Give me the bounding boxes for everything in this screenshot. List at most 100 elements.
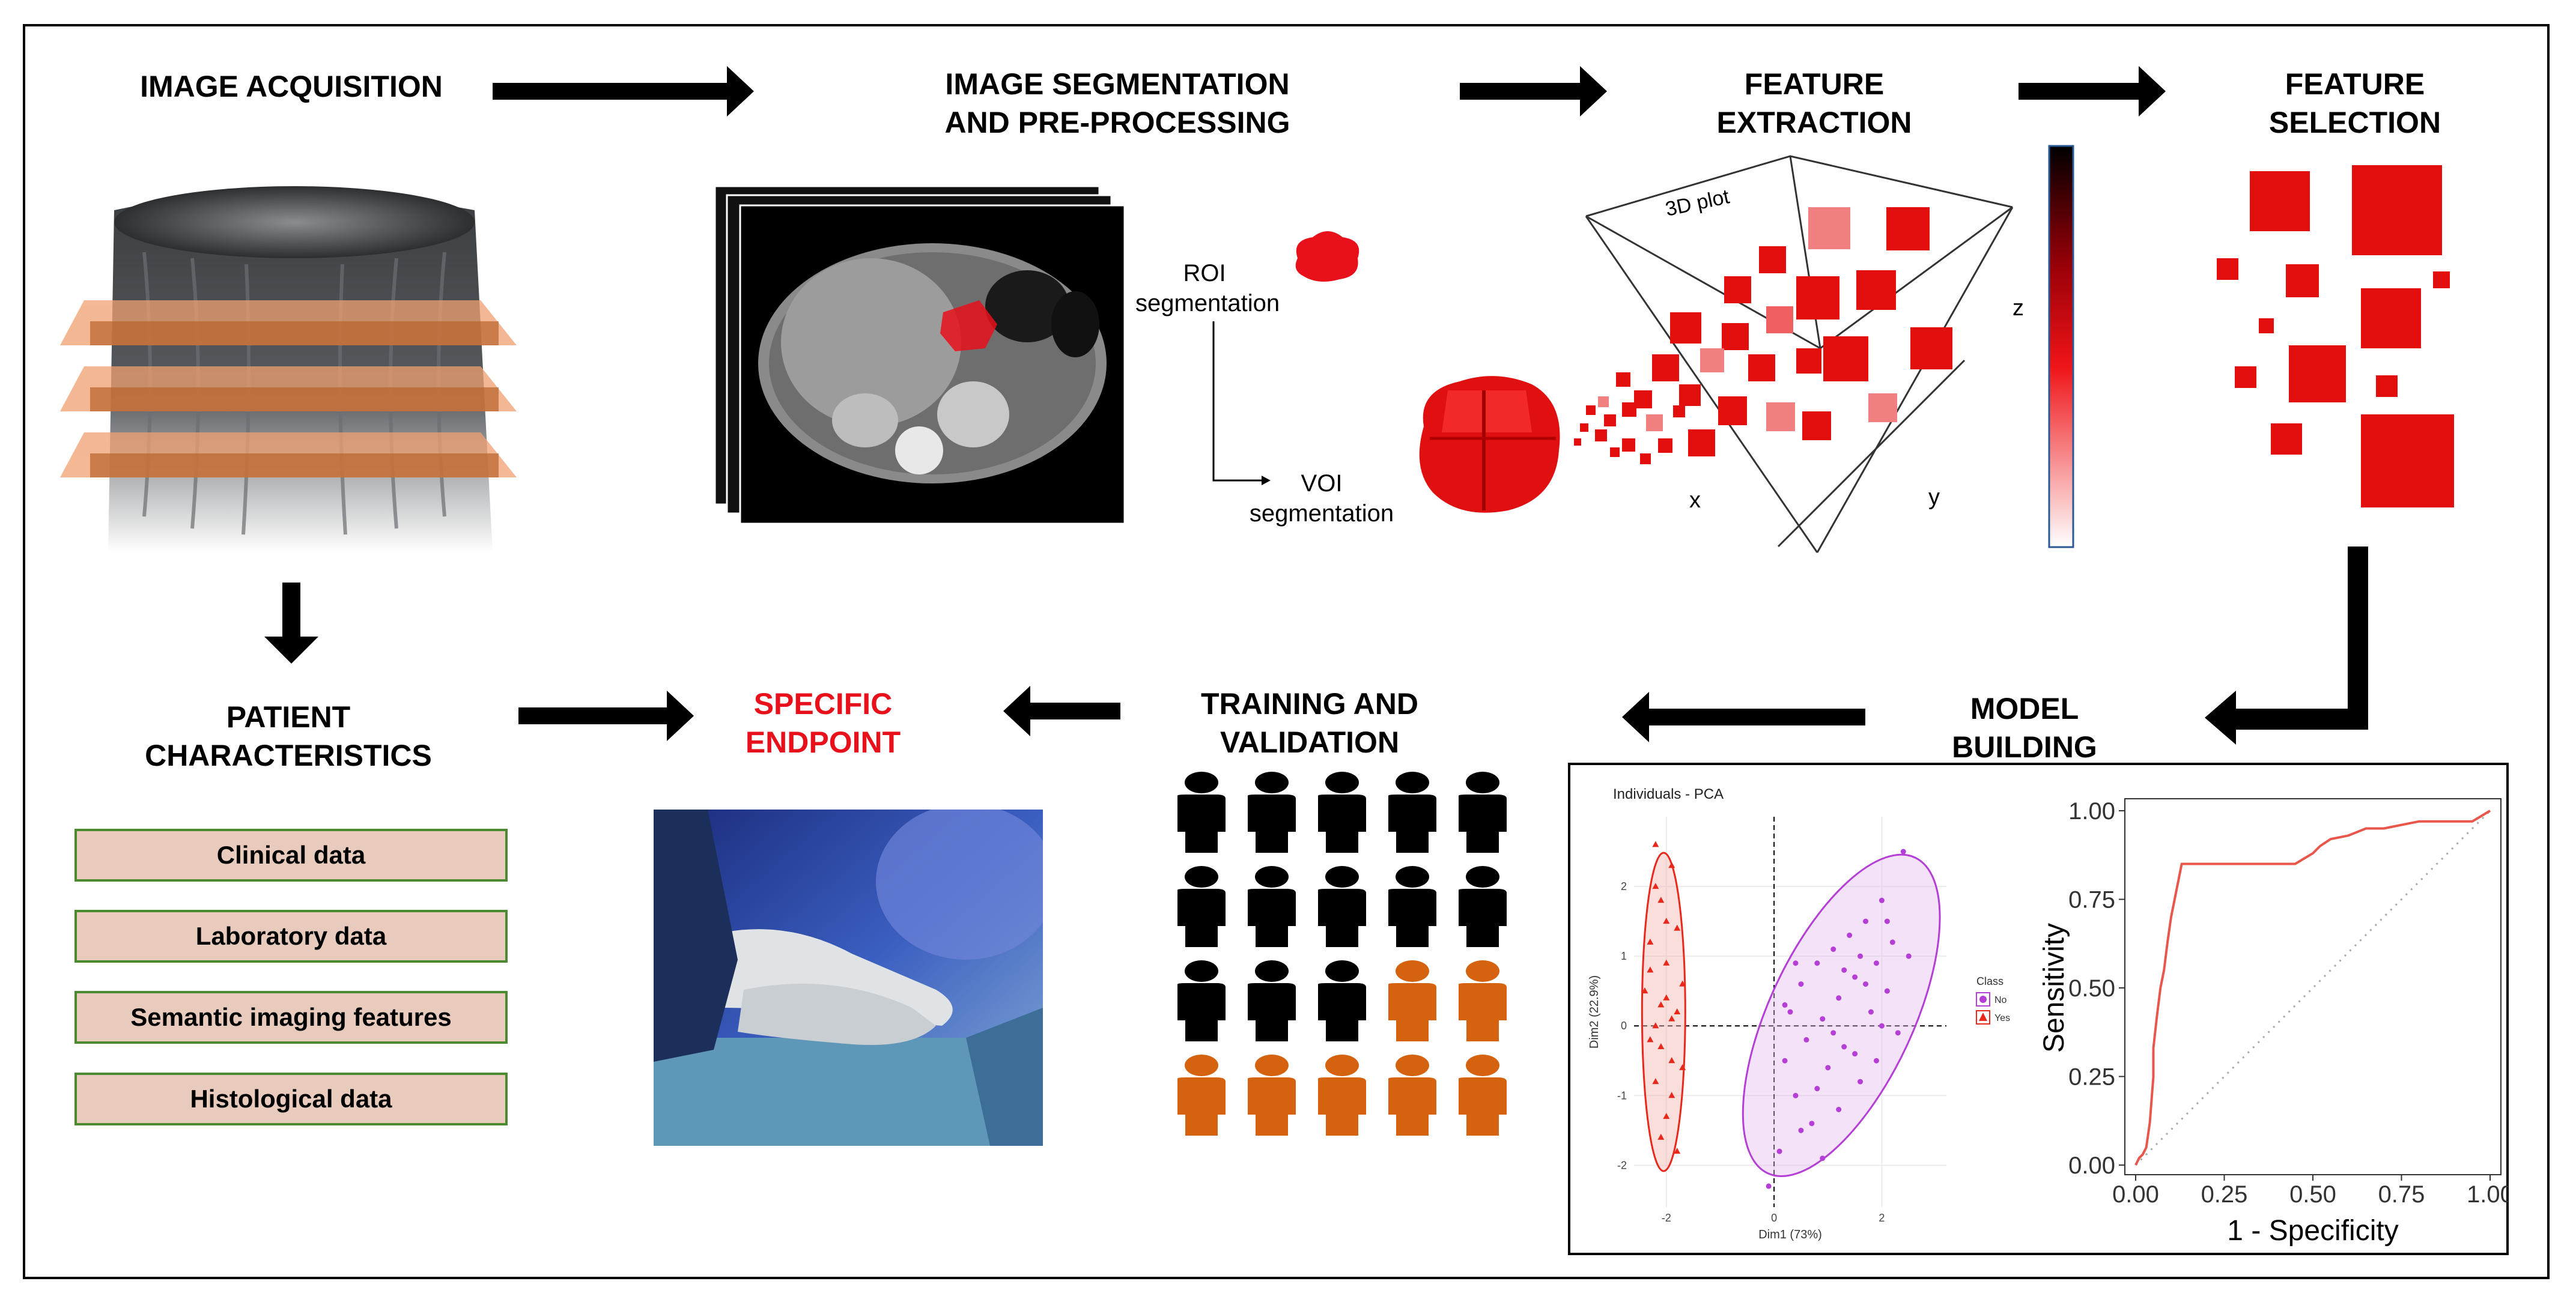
person-body xyxy=(1459,983,1507,1041)
roc-y-tick: 0.75 xyxy=(2068,887,2115,913)
person-head xyxy=(1255,1055,1289,1076)
voi-label: VOI segmentation xyxy=(1249,470,1394,527)
person-icon xyxy=(1388,866,1436,947)
pca-point-no xyxy=(1830,946,1836,952)
pca-xlabel: Dim1 (73%) xyxy=(1758,1228,1822,1241)
person-head xyxy=(1255,772,1289,793)
person-head xyxy=(1325,1055,1359,1076)
person-icon xyxy=(1459,772,1507,853)
pca-point-no xyxy=(1863,918,1869,924)
pca-y-tick: 2 xyxy=(1621,880,1627,892)
roc-x-tick: 0.75 xyxy=(2378,1181,2425,1208)
person-head xyxy=(1396,866,1429,888)
ct-slice-stack xyxy=(715,186,1126,525)
person-icon xyxy=(1459,1055,1507,1136)
pca-y-tick: -2 xyxy=(1617,1159,1627,1171)
arrow-model-to-training xyxy=(1622,692,1865,742)
pca-point-no xyxy=(1841,967,1847,973)
pca-point-no xyxy=(1852,1051,1858,1057)
person-icon xyxy=(1388,1055,1436,1136)
person-icon xyxy=(1318,1055,1366,1136)
stage-title-feature-selection: FEATURE SELECTION xyxy=(2268,67,2441,139)
person-head xyxy=(1466,1055,1499,1076)
pca-point-no xyxy=(1858,953,1864,959)
pca-point-yes xyxy=(1657,1133,1665,1140)
pca-point-yes xyxy=(1652,883,1659,889)
pca-point-yes xyxy=(1674,924,1681,931)
feature-extraction-3d-plot: 3D plot z x y xyxy=(1574,155,2024,553)
stage-title-specific-endpoint: SPECIFIC ENDPOINT xyxy=(745,687,901,759)
person-icon xyxy=(1177,960,1226,1041)
pca-point-no xyxy=(1884,988,1890,994)
pca-point-no xyxy=(1809,1121,1815,1127)
person-body xyxy=(1248,795,1296,853)
pca-point-no xyxy=(1879,1023,1885,1029)
roc-ylabel: Sensitivity xyxy=(2038,923,2070,1053)
pca-point-yes xyxy=(1663,994,1670,1001)
person-body xyxy=(1248,983,1296,1041)
roc-x-tick: 0.25 xyxy=(2201,1181,2248,1208)
pca-point-no xyxy=(1852,974,1858,980)
roc-y-tick: 0.25 xyxy=(2068,1064,2115,1091)
person-body xyxy=(1177,795,1226,853)
pca-point-yes xyxy=(1663,959,1670,966)
person-body xyxy=(1318,795,1366,853)
person-head xyxy=(1185,960,1218,982)
person-head xyxy=(1396,960,1429,982)
pca-point-yes xyxy=(1657,1043,1665,1050)
people-grid-svg xyxy=(1177,772,1507,1136)
pca-point-no xyxy=(1798,981,1804,987)
stage-title-training-validation: TRAINING AND VALIDATION xyxy=(1200,687,1418,759)
person-head xyxy=(1396,1055,1429,1076)
pca-point-no xyxy=(1820,1016,1826,1022)
pca-point-yes xyxy=(1641,987,1648,994)
roi-to-voi-connector xyxy=(1212,321,1271,485)
pca-point-no xyxy=(1895,1030,1901,1036)
pca-legend-title: Class xyxy=(1976,975,2003,987)
roi-highlight xyxy=(940,300,997,351)
person-icon xyxy=(1177,1055,1226,1136)
pca-point-no xyxy=(1873,960,1879,966)
arrow-patient-to-endpoint xyxy=(518,691,694,741)
person-icon xyxy=(1177,772,1226,853)
person-body xyxy=(1318,1077,1366,1136)
roc-plot-frame xyxy=(2124,798,2502,1175)
patient-data-clinical: Clinical data xyxy=(74,829,508,882)
pca-point-no xyxy=(1782,1058,1788,1064)
roc-curve xyxy=(2134,810,2491,1166)
pca-point-no xyxy=(1873,1058,1879,1064)
pca-point-no xyxy=(1814,1086,1820,1092)
person-icon xyxy=(1318,772,1366,853)
figure-frame xyxy=(23,24,2550,1279)
pca-point-no xyxy=(1766,1183,1772,1189)
person-body xyxy=(1318,889,1366,947)
pca-point-yes xyxy=(1652,1078,1659,1085)
voi-tumor-3d xyxy=(1419,376,1560,513)
pca-point-no xyxy=(1884,918,1890,924)
roc-x-tick: 0.00 xyxy=(2112,1181,2159,1208)
pca-point-yes xyxy=(1657,897,1665,903)
pca-point-yes xyxy=(1679,980,1686,987)
person-head xyxy=(1185,866,1218,888)
arrow-training-to-endpoint xyxy=(1003,686,1120,736)
pca-point-yes xyxy=(1668,1057,1675,1064)
pca-point-no xyxy=(1825,1065,1831,1071)
pca-point-no xyxy=(1830,1030,1836,1036)
pca-point-no xyxy=(1782,1002,1788,1008)
pca-point-no xyxy=(1906,953,1912,959)
pca-point-yes xyxy=(1663,1113,1670,1119)
pca-x-tick: -2 xyxy=(1662,1212,1671,1224)
arrow-acq-to-seg xyxy=(493,66,754,117)
person-icon xyxy=(1248,772,1296,853)
pca-point-yes xyxy=(1652,841,1659,847)
plot3d-y-label: y xyxy=(1928,485,1940,510)
person-icon xyxy=(1459,960,1507,1041)
feature-squares xyxy=(1574,207,1952,464)
person-body xyxy=(1318,983,1366,1041)
person-head xyxy=(1185,772,1218,793)
pca-point-no xyxy=(1858,1079,1864,1085)
pca-point-no xyxy=(1841,1044,1847,1050)
pca-legend-label: Yes xyxy=(1994,1013,2010,1023)
pca-point-no xyxy=(1889,939,1895,945)
